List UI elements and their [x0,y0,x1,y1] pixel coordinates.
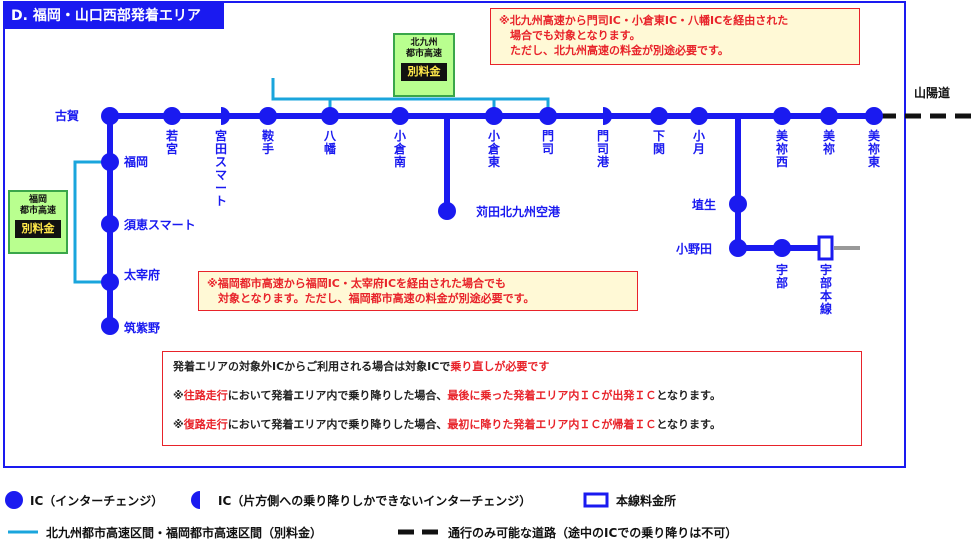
label-yahata: 八幡 [323,129,337,156]
info-line-1: 発着エリアの対象外ICからご利用される場合は対象ICで乗り直しが必要です [173,360,550,373]
ic-mine [820,107,838,125]
label-habu: 埴生 [692,197,716,212]
label-mine: 美祢 [823,128,836,156]
notice-fukuoka: ※福岡都市高速から福岡IC・太宰府ICを経由された場合でも 対象となります。ただ… [198,271,638,311]
label-kokuraminami: 小倉南 [393,128,407,169]
fee-name-kitakyushu: 北九州 都市高速 [405,38,442,59]
fee-tag-fukuoka: 別料金 [15,220,61,238]
toll-ube-honsen [817,235,834,261]
ic-chikushino [101,317,119,335]
info-line-2: ※往路走行において発着エリア内で乗り降りした場合、最後に乗った発着エリア内ＩＣが… [173,389,721,402]
fee-box-fukuoka: 福岡 都市高速 別料金 [8,190,68,254]
label-minehigashi: 美祢東 [868,128,881,169]
label-kurate: 鞍手 [262,128,274,156]
label-wakamiya: 若宮 [165,128,178,156]
label-miyata-smart: 宮田スマート [215,128,227,208]
area-title: D. 福岡・山口西部発着エリア [3,3,224,29]
fee-box-kitakyushu: 北九州 都市高速 別料金 [393,33,455,97]
label-dazaifu: 太宰府 [124,267,160,282]
ic-moji [539,107,557,125]
ic-wakamiya [163,107,181,125]
label-ozuki: 小月 [692,128,705,156]
ic-ube [773,239,791,257]
label-sue-smart: 須恵スマート [123,217,196,232]
ic-minehigashi [865,107,883,125]
ic-kanda-airport [438,202,456,220]
legend-separate-label: 北九州都市高速区間・福岡都市高速区間（別料金） [46,526,323,540]
legend-through-label: 通行のみ可能な道路（途中のICでの乗り降りは不可） [448,526,738,540]
ic-ozuki [690,107,708,125]
ic-kokurahigashi [485,107,503,125]
label-ube-honsen: 宇部本線 [820,262,832,316]
ic-kokuraminami [391,107,409,125]
ic-shimonoseki [650,107,668,125]
fee-tag-kitakyushu: 別料金 [401,63,447,81]
label-chikushino: 筑紫野 [124,320,160,335]
ic-onoda [729,239,747,257]
label-ube: 宇部 [776,262,788,290]
legend-ic-label: IC（インターチェンジ） [30,494,164,508]
ic-mojiko [603,107,612,125]
label-moji: 門司 [542,129,554,156]
area-frame [3,1,906,468]
label-kokurahigashi: 小倉東 [487,128,501,169]
label-sanyo: 山陽道 [914,85,950,100]
legend-toll-label: 本線料金所 [616,494,677,508]
label-minenishi: 美祢西 [776,128,789,169]
label-onoda: 小野田 [676,241,712,256]
ic-miyata-smart [221,107,230,125]
ic-kurate [259,107,277,125]
ic-sue-smart [101,215,119,233]
fukuoka-urban-link [73,160,104,284]
legend-half-ic-label: IC（片方側への乗り降りしかできないインターチェンジ） [218,494,532,508]
label-airport: 苅田北九州空港 [476,204,561,219]
label-mojiko: 門司港 [597,129,610,169]
label-koga: 古賀 [55,108,79,123]
label-fukuoka: 福岡 [123,154,148,169]
ic-dazaifu [101,273,119,291]
ic-koga [101,107,119,125]
ic-yahata [321,107,339,125]
ic-minenishi [773,107,791,125]
ic-habu [729,195,747,213]
kitakyushu-urban-link [271,78,332,116]
info-line-3: ※復路走行において発着エリア内で乗り降りした場合、最初に降りた発着エリア内ＩＣが… [173,418,721,431]
notice-kitakyushu: ※北九州高速から門司IC・小倉東IC・八幡ICを経由された 場合でも対象となりま… [490,8,860,65]
fee-name-fukuoka: 福岡 都市高速 [19,195,56,216]
info-box: 発着エリアの対象外ICからご利用される場合は対象ICで乗り直しが必要です ※往路… [162,351,862,446]
label-shimonoseki: 下関 [653,129,665,156]
ic-fukuoka [101,153,119,171]
